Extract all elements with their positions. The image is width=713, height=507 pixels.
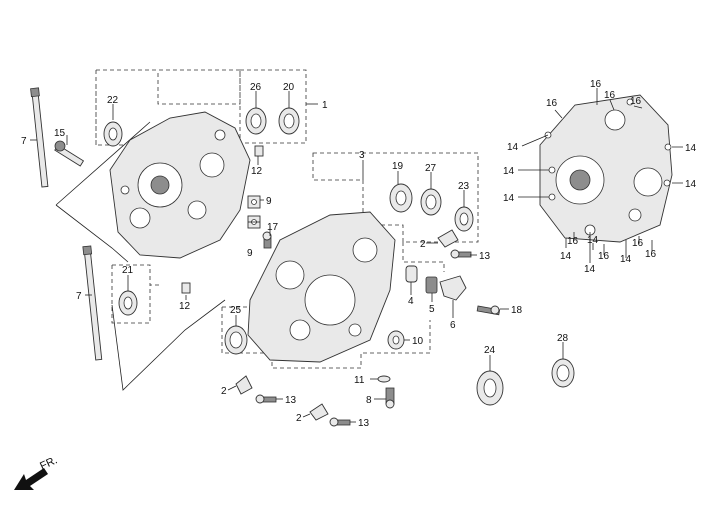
callout-27: 27: [425, 163, 437, 174]
dowel-12-lower: [181, 282, 191, 294]
bolt-17: [262, 231, 272, 249]
callout-2-mid: 2: [221, 386, 227, 397]
front-arrow-icon: [14, 468, 48, 490]
left-crankcase-half: [109, 111, 251, 259]
callout-11: 11: [354, 375, 365, 386]
callout-14-d: 14: [685, 143, 697, 154]
callout-16-g: 16: [632, 238, 644, 249]
group-lower-left-outline: [111, 264, 162, 324]
callout-16-d: 16: [630, 96, 642, 107]
callout-21: 21: [122, 265, 134, 276]
stud-bolt-lower: [82, 245, 103, 361]
bolt-13-upper: [450, 249, 472, 259]
callout-16-b: 16: [590, 79, 602, 90]
callout-9-upper: 9: [266, 196, 272, 207]
bolt-15: [54, 140, 85, 167]
callout-labels: 1 2 2 2 3 4 5 6 7 7 8 9 9 10 11 12 12 13…: [21, 79, 697, 429]
lever-6: [439, 275, 467, 301]
callout-26: 26: [250, 82, 262, 93]
callout-7-lower: 7: [76, 291, 82, 302]
bearing-23: [454, 206, 474, 232]
callout-10: 10: [412, 336, 424, 347]
callout-9-lower: 9: [247, 248, 253, 259]
bolt-18: [476, 305, 501, 316]
callout-7-upper: 7: [21, 136, 27, 147]
collar-4: [405, 265, 418, 283]
callout-16-h: 16: [645, 249, 657, 260]
callout-16-f: 16: [598, 251, 610, 262]
drain-plug-8: [385, 387, 395, 409]
right-crankcase-half: [539, 94, 673, 243]
bearing-27: [420, 188, 442, 216]
bearing-26: [245, 107, 267, 135]
front-direction-indicator: FR.: [14, 454, 59, 490]
center-crankcase-half: [247, 211, 396, 363]
callout-14-f: 14: [560, 251, 572, 262]
bearing-28: [551, 358, 575, 388]
bolt-13-mid: [255, 394, 277, 404]
callout-13-mid: 13: [285, 395, 297, 406]
callout-6: 6: [450, 320, 456, 331]
callout-4: 4: [408, 296, 414, 307]
oil-seal-10: [387, 330, 405, 350]
plate-9-upper: [247, 195, 261, 209]
callout-14-a: 14: [503, 166, 515, 177]
stud-bolt-upper: [30, 87, 49, 188]
callout-12-lower: 12: [179, 301, 191, 312]
callout-14-b: 14: [503, 193, 515, 204]
callout-16-e: 16: [567, 236, 579, 247]
bearing-21: [118, 290, 138, 316]
callout-1: 1: [322, 100, 328, 111]
callout-14-g: 14: [584, 264, 596, 275]
front-label: FR.: [38, 454, 59, 472]
callout-14-i: 14: [587, 235, 599, 246]
callout-24: 24: [484, 345, 496, 356]
callout-12-upper: 12: [251, 166, 263, 177]
bearing-22: [103, 121, 123, 147]
group-1-outline: [95, 69, 307, 146]
dowel-12-upper: [254, 145, 264, 157]
callout-14-h: 14: [620, 254, 632, 265]
washer-11: [377, 375, 391, 383]
bolt-13-lower: [329, 417, 351, 427]
callout-25: 25: [230, 305, 242, 316]
callout-28: 28: [557, 333, 569, 344]
callout-19: 19: [392, 161, 404, 172]
callout-17: 17: [267, 222, 279, 233]
callout-8: 8: [366, 395, 372, 406]
callout-23: 23: [458, 181, 470, 192]
group-3-outline: [221, 152, 479, 369]
callout-18: 18: [511, 305, 523, 316]
callout-2-lower: 2: [296, 413, 302, 424]
callout-15: 15: [54, 128, 66, 139]
callout-14-c: 14: [507, 142, 519, 153]
bearing-24: [476, 370, 504, 406]
oil-seal-25: [224, 325, 248, 355]
bearing-20: [278, 107, 300, 135]
leader-lines: [30, 88, 683, 423]
callout-5: 5: [429, 304, 435, 315]
bracket-2-mid: [235, 375, 253, 395]
callout-2-upper: 2: [420, 239, 426, 250]
callout-20: 20: [283, 82, 295, 93]
callout-16-a: 16: [546, 98, 558, 109]
spring-5: [425, 276, 438, 294]
bearing-19: [389, 183, 413, 213]
bracket-2-lower: [309, 403, 329, 421]
callout-14-e: 14: [685, 179, 697, 190]
callout-13-upper: 13: [479, 251, 491, 262]
callout-13-lower: 13: [358, 418, 370, 429]
bracket-2-upper: [437, 229, 459, 248]
callout-22: 22: [107, 95, 119, 106]
callout-16-c: 16: [604, 90, 616, 101]
callout-3: 3: [359, 150, 365, 161]
